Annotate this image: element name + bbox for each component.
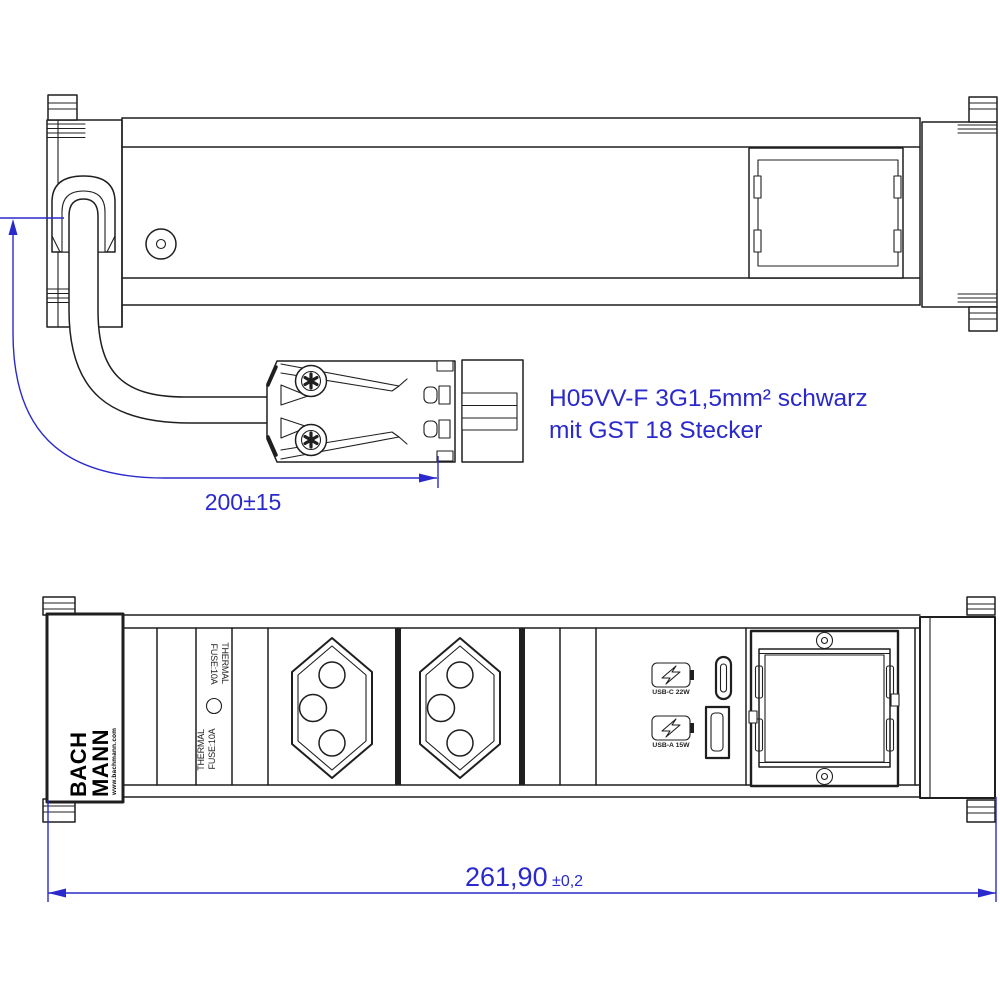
- pin-hole: [446, 661, 474, 689]
- usb-module: USB-C 22W USB-A 15W: [651, 655, 733, 760]
- bachmann-logo: BACH MANN: [66, 725, 113, 797]
- gst18-connector: [266, 359, 524, 463]
- arrowhead-left: [48, 888, 66, 898]
- pin-hole: [426, 693, 456, 723]
- dimension-cable-length: 200±15: [0, 217, 439, 515]
- lightning-bolt-icon: [661, 718, 681, 738]
- dimension-overall-length: 261,90 ±0,2: [47, 797, 997, 902]
- mounting-tab: [47, 94, 78, 121]
- torx-screw: [294, 423, 328, 457]
- clip: [885, 665, 895, 699]
- usb-c-charging-icon: [651, 662, 694, 688]
- mounting-tab: [966, 596, 996, 616]
- custom-module-slot: [748, 629, 900, 788]
- thermal-fuse-panel: THERMAL FUSE:10A THERMAL FUSE:10A: [196, 642, 230, 771]
- pin-hole: [318, 729, 346, 757]
- thermal-fuse-label-top: THERMAL FUSE:10A: [209, 642, 230, 686]
- frame-screw: [815, 767, 834, 786]
- bachmann-website: www.bachmann.com: [111, 728, 118, 796]
- clip: [893, 229, 902, 253]
- usb-c-port: [714, 655, 733, 701]
- thermal-fuse-reset-button: [205, 697, 223, 715]
- thermal-fuse-label-bottom: THERMAL FUSE:10A: [196, 727, 217, 771]
- usb-a-label: USB-A 15W: [652, 742, 690, 749]
- side-nub: [748, 710, 758, 724]
- cable-length-value: 200±15: [205, 489, 282, 515]
- clip: [754, 718, 764, 752]
- power-cable: [68, 198, 271, 424]
- mounting-tab: [966, 799, 996, 823]
- clip: [885, 718, 895, 752]
- usb-a-port: [704, 705, 731, 760]
- swiss-socket-1: [291, 637, 373, 779]
- front-view: BACH MANN www.bachmann.com THERMAL FUSE:…: [42, 596, 996, 823]
- clip: [753, 175, 762, 199]
- top-view: [46, 94, 998, 424]
- torx-screw: [294, 364, 328, 398]
- module-dividers: [156, 627, 916, 786]
- rib-lines: [957, 124, 998, 303]
- arrowhead-right: [419, 473, 437, 483]
- plug-face: [461, 359, 524, 463]
- pin-hole: [446, 729, 474, 757]
- right-end-cap: [919, 596, 996, 823]
- cable-note-line1: H05VV-F 3G1,5mm² schwarz: [549, 385, 868, 412]
- usb-a-charging-icon: [651, 715, 694, 741]
- overall-length-value: 261,90 ±0,2: [465, 862, 583, 892]
- bachmann-logo-block: BACH MANN www.bachmann.com: [45, 612, 125, 804]
- pin-hole: [298, 693, 328, 723]
- screw-hole: [145, 228, 177, 260]
- cable-note-line2: mit GST 18 Stecker: [549, 417, 762, 444]
- cable-note: H05VV-F 3G1,5mm² schwarz mit GST 18 Stec…: [549, 385, 868, 444]
- frame-screw: [815, 631, 834, 650]
- module-cutout: [748, 147, 904, 279]
- mounting-tab: [42, 596, 76, 616]
- pin-hole: [318, 661, 346, 689]
- housing-body: [121, 117, 921, 328]
- cable-clamp-jaw: [280, 417, 309, 439]
- swiss-socket-2: [419, 637, 501, 779]
- latch-pins: [423, 385, 451, 439]
- right-end-cap: [921, 96, 998, 332]
- lightning-bolt-icon: [661, 665, 681, 685]
- usb-c-label: USB-C 22W: [652, 689, 690, 696]
- clip: [753, 229, 762, 253]
- arrowhead-right: [978, 888, 996, 898]
- clip: [754, 665, 764, 699]
- cable-clamp-jaw: [280, 384, 309, 406]
- side-nub: [890, 693, 900, 707]
- clip: [893, 175, 902, 199]
- arrowhead-up: [8, 219, 18, 235]
